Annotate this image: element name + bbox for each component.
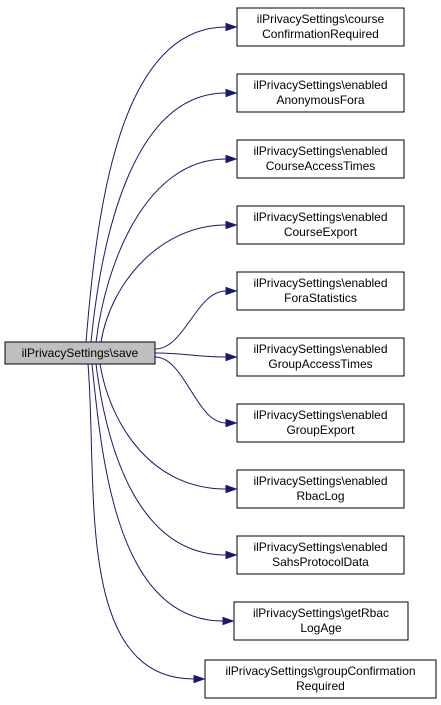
- callee-node-label-line1: ilPrivacySettings\enabled: [253, 78, 387, 92]
- callee-node-box[interactable]: [233, 601, 409, 641]
- arrowhead-icon: [225, 484, 238, 494]
- callee-node-box[interactable]: [236, 73, 405, 113]
- callee-node-label-line1: ilPrivacySettings\enabled: [253, 210, 387, 224]
- callee-node-label-line1: ilPrivacySettings\enabled: [253, 408, 387, 422]
- callee-node[interactable]: ilPrivacySettings\enabledGroupAccessTime…: [236, 337, 405, 377]
- arrowhead-icon: [225, 154, 238, 164]
- callee-node[interactable]: ilPrivacySettings\groupConfirmationRequi…: [204, 659, 437, 699]
- call-edge: [91, 363, 224, 622]
- callee-node-box[interactable]: [236, 7, 405, 47]
- callee-node-box[interactable]: [236, 535, 405, 575]
- callee-node-label-line1: ilPrivacySettings\getRbac: [253, 606, 389, 620]
- callee-node-box[interactable]: [236, 205, 405, 245]
- call-edge: [154, 356, 227, 424]
- callee-node-label-line2: SahsProtocolData: [272, 555, 369, 569]
- callee-node-label-line1: ilPrivacySettings\enabled: [253, 276, 387, 290]
- callee-node[interactable]: ilPrivacySettings\enabledCourseAccessTim…: [236, 139, 405, 179]
- callee-node-label-line1: ilPrivacySettings\groupConfirmation: [225, 664, 415, 678]
- callee-node-label-line2: AnonymousFora: [276, 93, 364, 107]
- arrowhead-icon: [225, 550, 238, 560]
- callee-node-label-line2: RbacLog: [296, 489, 344, 503]
- callee-node-label-line2: CourseAccessTimes: [266, 159, 376, 173]
- nodes: ilPrivacySettings\save ilPrivacySettings…: [4, 7, 437, 699]
- edges: [85, 22, 238, 684]
- callee-node-label-line2: CourseExport: [284, 225, 358, 239]
- call-edge: [87, 363, 195, 680]
- root-node-box[interactable]: [4, 341, 156, 365]
- callee-node-label-line2: ConfirmationRequired: [262, 27, 379, 41]
- call-edge: [154, 352, 227, 358]
- callee-node-label-line2: Required: [296, 679, 345, 693]
- root-node-label: ilPrivacySettings\save: [22, 346, 139, 360]
- callee-node-label-line1: ilPrivacySettings\enabled: [253, 540, 387, 554]
- callee-node-box[interactable]: [236, 403, 405, 443]
- arrowhead-icon: [225, 88, 238, 98]
- arrowhead-icon: [225, 352, 238, 362]
- callee-node-label-line2: ForaStatistics: [284, 291, 357, 305]
- callee-node-label-line1: ilPrivacySettings\enabled: [253, 144, 387, 158]
- callee-node-box[interactable]: [236, 271, 405, 311]
- arrowhead-icon: [225, 418, 238, 428]
- call-edge: [95, 158, 227, 343]
- callee-node-box[interactable]: [236, 469, 405, 509]
- callee-node-label-line2: GroupExport: [286, 423, 355, 437]
- callee-node[interactable]: ilPrivacySettings\enabledSahsProtocolDat…: [236, 535, 405, 575]
- call-edge: [154, 290, 227, 350]
- callee-node-label-line1: ilPrivacySettings\enabled: [253, 474, 387, 488]
- callee-node[interactable]: ilPrivacySettings\courseConfirmationRequ…: [236, 7, 405, 47]
- arrowhead-icon: [193, 674, 206, 684]
- call-edge: [100, 224, 227, 343]
- arrowhead-icon: [225, 22, 238, 32]
- arrowhead-icon: [225, 220, 238, 230]
- call-edge: [85, 26, 227, 343]
- arrowhead-icon: [222, 616, 235, 626]
- callee-node-label-line1: ilPrivacySettings\enabled: [253, 342, 387, 356]
- callee-node-label-line1: ilPrivacySettings\course: [257, 12, 385, 26]
- callee-node-label-line2: LogAge: [300, 621, 342, 635]
- call-edge: [99, 363, 227, 490]
- arrowhead-icon: [225, 286, 238, 296]
- callee-node-box[interactable]: [236, 337, 405, 377]
- callee-node-box[interactable]: [236, 139, 405, 179]
- callee-node-label-line2: GroupAccessTimes: [268, 357, 372, 371]
- call-edge: [90, 92, 227, 343]
- root-node[interactable]: ilPrivacySettings\save: [4, 341, 156, 365]
- callee-node-box[interactable]: [204, 659, 437, 699]
- call-edge: [95, 363, 227, 556]
